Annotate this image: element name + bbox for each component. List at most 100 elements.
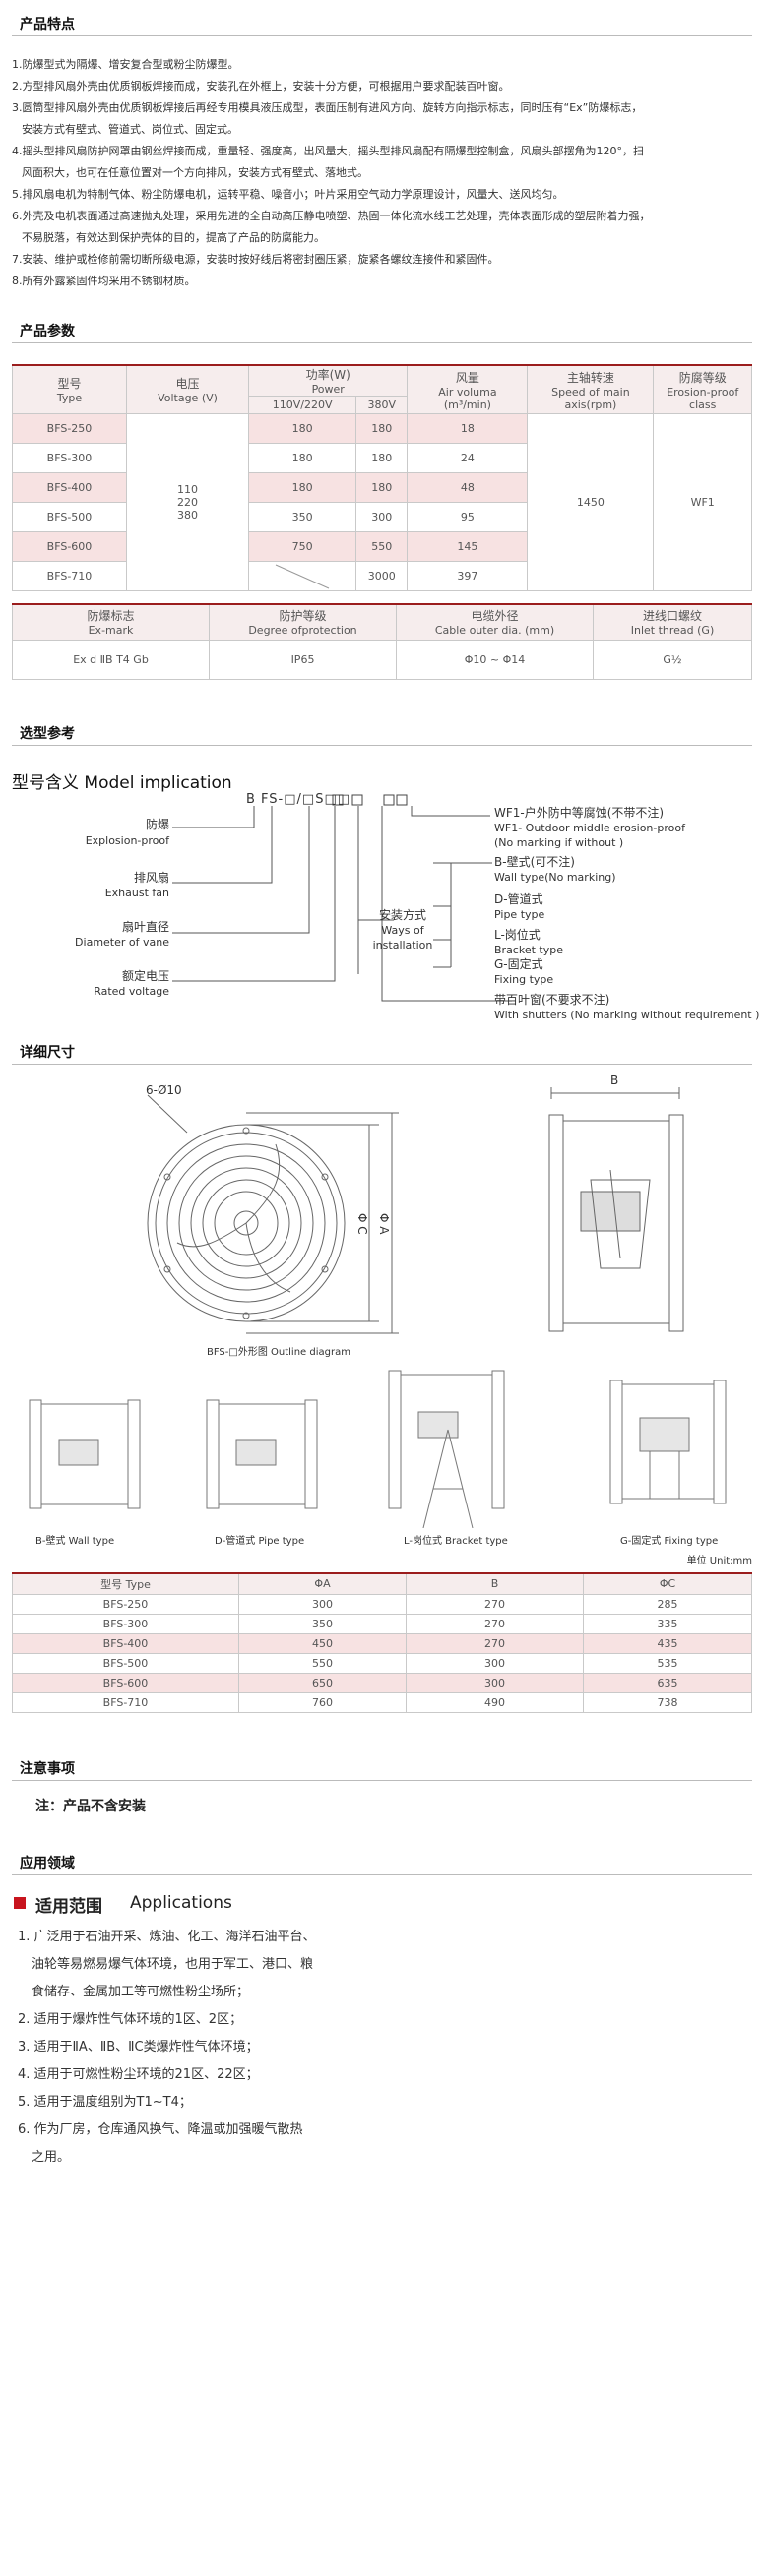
application-item: 之用。 <box>32 2150 71 2165</box>
applications-header: 应用领域 <box>0 1851 764 1876</box>
diagonal-slash-icon <box>275 564 330 588</box>
header-voltage: 电压 Voltage (V) <box>126 364 249 414</box>
header-air: 风量 Air voluma (m³/min) <box>407 364 529 414</box>
dim-header: ΦC <box>583 1572 752 1595</box>
dim-cell: 300 <box>238 1594 407 1615</box>
unit-label: 单位 Unit:mm <box>686 1555 752 1566</box>
header-power-110-220: 110V/220V <box>247 396 357 414</box>
cell-power2: 300 <box>355 502 409 532</box>
applications-heading-en: Applications <box>130 1893 232 1913</box>
applications-heading: 适用范围 Applications <box>14 1892 764 1917</box>
dim-cell: 760 <box>238 1692 407 1713</box>
header-inlet: 进线口螺纹 Inlet thread (G) <box>593 603 752 641</box>
application-item: 2. 适用于爆炸性气体环境的1区、2区； <box>18 2012 243 2027</box>
cell-model: BFS-500 <box>12 502 127 532</box>
dim-cell: 435 <box>583 1633 752 1654</box>
dim-cell: 270 <box>406 1594 584 1615</box>
header-speed: 主轴转速 Speed of main axis(rpm) <box>527 364 655 414</box>
cell-air: 24 <box>407 443 529 473</box>
features-header: 产品特点 <box>0 12 764 37</box>
feature-item: 6.外壳及电机表面通过高速抛丸处理，采用先进的全自动高压静电喷塑、热固一体化流水… <box>12 210 651 222</box>
dimensions-header: 详细尺寸 <box>0 1040 764 1066</box>
fan-side-view <box>548 1086 684 1331</box>
feature-item: 风面积大，也可在任意位置对一个方向排风，安装方式有壁式、落地式。 <box>22 166 368 179</box>
header-power-380: 380V <box>355 396 409 414</box>
cell-power1: 750 <box>247 531 357 562</box>
cell-speed: 1450 <box>527 413 655 591</box>
dim-cell: 270 <box>406 1614 584 1634</box>
dim-cell: 350 <box>238 1614 407 1634</box>
notes-divider <box>12 1780 752 1781</box>
cell-air: 397 <box>407 561 529 591</box>
label-rated-voltage: 额定电压 Rated voltage <box>94 968 169 998</box>
label-ways-install: 安装方式 Ways of installation <box>372 907 433 951</box>
header-power: 功率(W) Power <box>247 364 409 397</box>
label-diameter: 扇叶直径 Diameter of vane <box>75 919 169 949</box>
type-pipe-caption: D-管道式 Pipe type <box>215 1535 305 1547</box>
dim-cell: 285 <box>583 1594 752 1615</box>
application-item: 1. 广泛用于石油开采、炼油、化工、海洋石油平台、 <box>18 1930 316 1944</box>
code-lines-svg <box>172 794 512 1001</box>
dim-header: B <box>406 1572 584 1595</box>
installation-types: B-壁式 Wall type D-管道式 Pipe type L-岗位式 Bra… <box>0 1361 764 1548</box>
model-implication-title: 型号含义 Model implication <box>12 772 232 793</box>
dimensions-title: 详细尺寸 <box>20 1044 75 1061</box>
label-wf1: WF1-户外防中等腐蚀(不带不注) WF1- Outdoor middle er… <box>494 805 685 849</box>
cell-voltage: 110 220 380 <box>126 413 249 591</box>
dim-cell: BFS-710 <box>12 1692 239 1713</box>
type-wall-caption: B-壁式 Wall type <box>35 1535 115 1547</box>
applications-divider <box>12 1874 752 1875</box>
header-exmark: 防爆标志 Ex-mark <box>12 603 210 641</box>
label-exhaust-fan: 排风扇 Exhaust fan <box>104 870 169 899</box>
outline-diagram: 6-Ø10 Φ C Φ A B BFS-□外形图 Outline diagram <box>0 1066 764 1361</box>
label-shutters: 带百叶窗(不要求不注) With shutters (No marking wi… <box>494 992 760 1021</box>
dim-cell: 450 <box>238 1633 407 1654</box>
fan-front-view <box>147 1094 399 1333</box>
notes-body: 注：产品不含安装 <box>0 1782 764 1825</box>
outline-caption: BFS-□外形图 Outline diagram <box>207 1346 350 1358</box>
cell-air: 18 <box>407 413 529 444</box>
dim-cell: 635 <box>583 1673 752 1693</box>
cell-protection: IP65 <box>209 639 397 680</box>
selection-divider <box>12 744 752 746</box>
label-fixing-type: G-固定式 Fixing type <box>494 956 554 986</box>
feature-item: 不易脱落，有效达到保护壳体的目的，提高了产品的防腐能力。 <box>22 231 325 244</box>
cell-power2: 3000 <box>355 561 409 591</box>
application-item: 3. 适用于ⅡA、ⅡB、ⅡC类爆炸性气体环境； <box>18 2040 259 2055</box>
cell-air: 145 <box>407 531 529 562</box>
cell-air: 48 <box>407 472 529 503</box>
header-erosion: 防腐等级 Erosion-proof class <box>653 364 752 414</box>
feature-item: 2.方型排风扇外壳由优质钢板焊接而成，安装孔在外框上，安装十分方便，可根据用户要… <box>12 80 510 92</box>
model-code-diagram: B FS-□/□S□□ 防爆 Explosion-proof 排风扇 Exhau… <box>0 792 764 1087</box>
application-item: 食储存、金属加工等可燃性粉尘场所； <box>32 1985 250 1999</box>
label-explosion-proof: 防爆 <box>145 817 169 831</box>
dim-cell: BFS-250 <box>12 1594 239 1615</box>
header-model: 型号 Type <box>12 364 127 414</box>
notes-text: 注：产品不含安装 <box>35 1799 146 1814</box>
dim-cell: BFS-300 <box>12 1614 239 1634</box>
cell-power2: 180 <box>355 472 409 503</box>
label-pipe-type: D-管道式 Pipe type <box>494 891 545 921</box>
exmark-table: 防爆标志 Ex-mark 防护等级 Degree ofprotection 电缆… <box>12 603 752 680</box>
dim-cell: 535 <box>583 1653 752 1674</box>
cell-model: BFS-710 <box>12 561 127 591</box>
feature-item: 7.安装、维护或检修前需切断所级电源，安装时按好线后将密封圈压紧，旋紧各螺纹连接… <box>12 253 499 266</box>
cell-power1: 180 <box>247 472 357 503</box>
phi-c-label: Φ C <box>355 1212 369 1235</box>
feature-item: 安装方式有壁式、管道式、岗位式、固定式。 <box>22 123 238 136</box>
cell-model: BFS-250 <box>12 413 127 444</box>
dim-cell: 490 <box>406 1692 584 1713</box>
dim-cell: BFS-600 <box>12 1673 239 1693</box>
cell-cable: Φ10 ~ Φ14 <box>396 639 594 680</box>
dim-cell: 335 <box>583 1614 752 1634</box>
features-list: 1.防爆型式为隔爆、增安复合型或粉尘防爆型。 2.方型排风扇外壳由优质钢板焊接而… <box>0 37 764 299</box>
dimension-table: 型号 Type ΦA B ΦC BFS-250 300 270 285 BFS-… <box>12 1572 752 1713</box>
label-explosion-proof-en: Explosion-proof <box>85 833 169 847</box>
applications-heading-cn: 适用范围 <box>35 1897 102 1917</box>
holes-label: 6-Ø10 <box>146 1082 182 1097</box>
notes-title: 注意事项 <box>20 1761 75 1777</box>
application-item: 5. 适用于温度组别为T1~T4； <box>18 2095 192 2110</box>
cell-exmark: Ex d ⅡB T4 Gb <box>12 639 210 680</box>
dim-cell: BFS-400 <box>12 1633 239 1654</box>
cell-inlet: G½ <box>593 639 752 680</box>
